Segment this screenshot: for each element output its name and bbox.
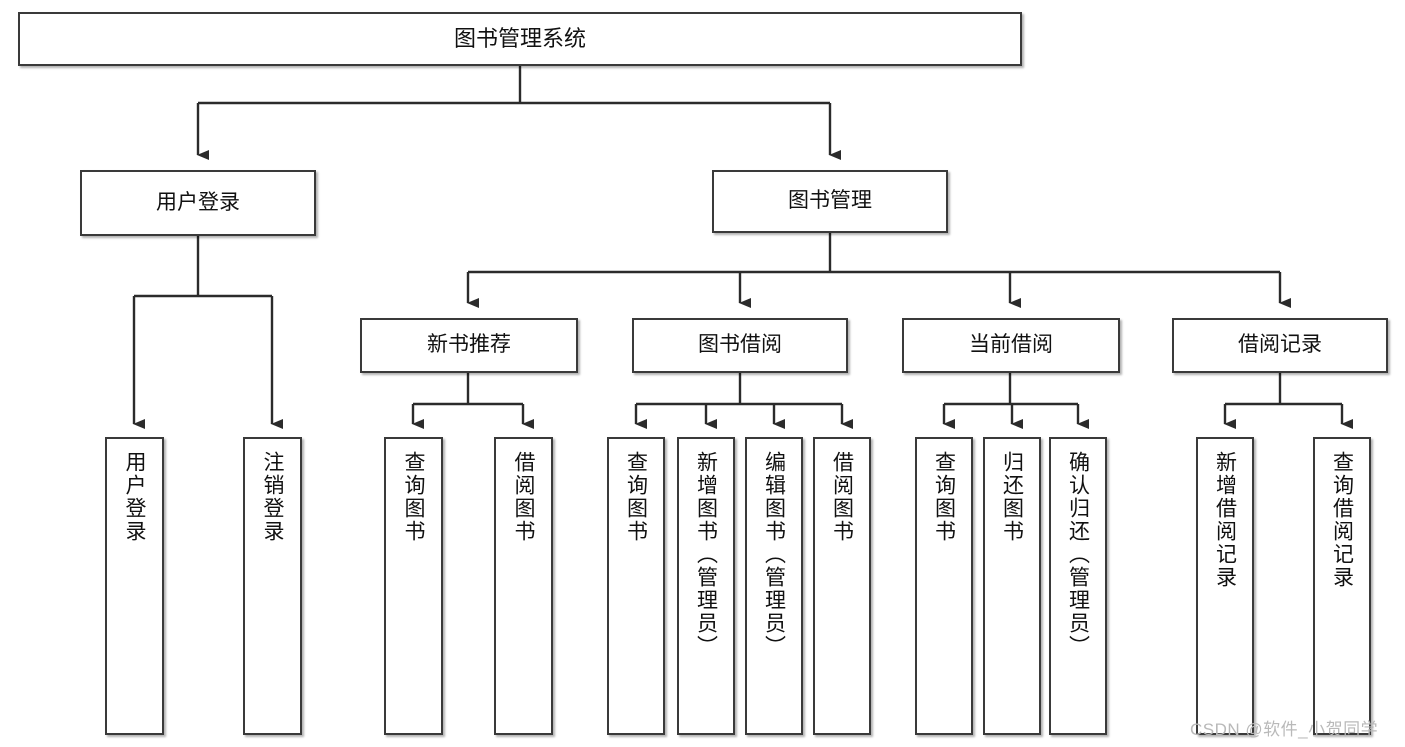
leaf-edit-book-admin-label: 编辑图书（管理员）: [762, 451, 786, 658]
node-book-borrow-label: 图书借阅: [698, 333, 782, 357]
leaf-logout-label: 注销登录: [261, 451, 284, 543]
leaf-borrow-books-borrow-label: 借阅图书: [830, 451, 854, 543]
node-user-login[interactable]: 用户登录: [80, 170, 316, 236]
leaf-query-borrow-record-label: 查询借阅记录: [1330, 451, 1354, 589]
node-new-book-recommend-label: 新书推荐: [427, 333, 511, 357]
leaf-add-borrow-record-label: 新增借阅记录: [1213, 451, 1237, 589]
leaf-add-borrow-record[interactable]: 新增借阅记录: [1196, 437, 1254, 735]
leaf-return-books-label: 归还图书: [1000, 451, 1024, 543]
node-user-login-label: 用户登录: [156, 190, 240, 214]
leaf-logout[interactable]: 注销登录: [243, 437, 302, 735]
leaf-return-books[interactable]: 归还图书: [983, 437, 1041, 735]
node-borrow-record-label: 借阅记录: [1238, 333, 1322, 357]
leaf-confirm-return-admin[interactable]: 确认归还（管理员）: [1049, 437, 1107, 735]
leaf-add-book-admin[interactable]: 新增图书（管理员）: [677, 437, 735, 735]
leaf-user-login[interactable]: 用户登录: [105, 437, 164, 735]
leaf-borrow-books-newbooks[interactable]: 借阅图书: [494, 437, 553, 735]
csdn-watermark: CSDN @软件_小贺同学: [1190, 720, 1379, 739]
node-current-borrow[interactable]: 当前借阅: [902, 318, 1120, 373]
node-root-label: 图书管理系统: [453, 26, 586, 52]
node-new-book-recommend[interactable]: 新书推荐: [360, 318, 578, 373]
leaf-query-books-newbooks[interactable]: 查询图书: [384, 437, 443, 735]
leaf-query-books-current-label: 查询图书: [932, 451, 956, 543]
node-root[interactable]: 图书管理系统: [18, 12, 1022, 66]
leaf-user-login-label: 用户登录: [123, 451, 146, 543]
leaf-query-books-borrow[interactable]: 查询图书: [607, 437, 665, 735]
node-book-borrow[interactable]: 图书借阅: [632, 318, 848, 373]
leaf-borrow-books-borrow[interactable]: 借阅图书: [813, 437, 871, 735]
leaf-borrow-books-newbooks-label: 借阅图书: [512, 451, 535, 543]
node-book-management[interactable]: 图书管理: [712, 170, 948, 233]
node-book-management-label: 图书管理: [788, 189, 872, 213]
leaf-query-books-current[interactable]: 查询图书: [915, 437, 973, 735]
leaf-query-books-borrow-label: 查询图书: [624, 451, 648, 543]
node-borrow-record[interactable]: 借阅记录: [1172, 318, 1388, 373]
leaf-add-book-admin-label: 新增图书（管理员）: [694, 451, 718, 658]
node-current-borrow-label: 当前借阅: [969, 333, 1053, 357]
leaf-confirm-return-admin-label: 确认归还（管理员）: [1066, 451, 1090, 658]
leaf-query-books-newbooks-label: 查询图书: [402, 451, 425, 543]
leaf-query-borrow-record[interactable]: 查询借阅记录: [1313, 437, 1371, 735]
leaf-edit-book-admin[interactable]: 编辑图书（管理员）: [745, 437, 803, 735]
